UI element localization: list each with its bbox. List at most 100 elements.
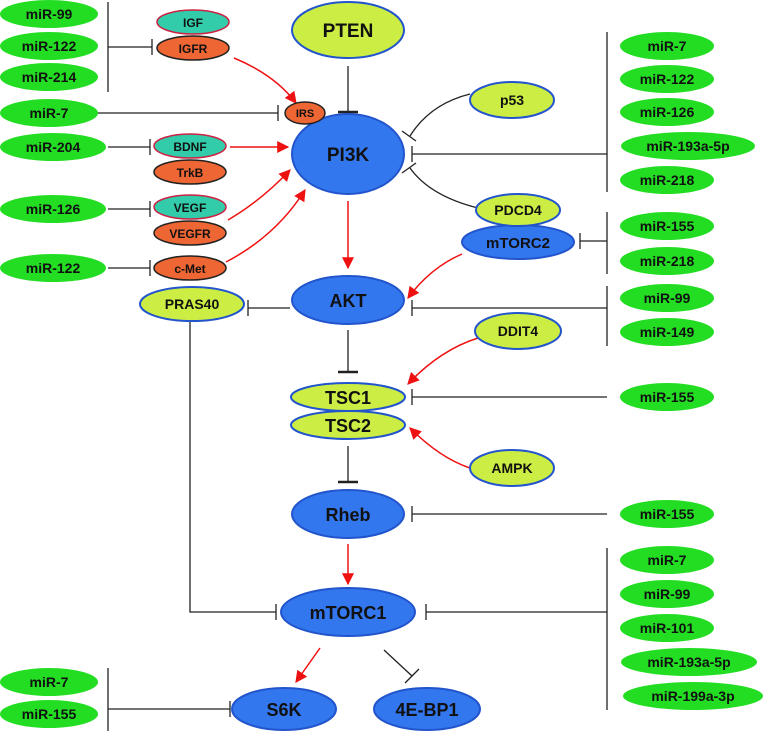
- mirna-label: miR-7: [30, 105, 69, 121]
- pten-label: PTEN: [323, 21, 374, 42]
- rheb-shape: [291, 489, 405, 539]
- mirna-pill: [0, 99, 98, 127]
- mirna-label: miR-122: [22, 38, 77, 54]
- mtorc1-4ebp1-inhibition-bar: [404, 668, 420, 684]
- akt-shape: [291, 275, 405, 325]
- igfr-shape: [156, 35, 230, 61]
- mirna-pi3k-group: miR-7 miR-122 miR-126 miR-193a-5p miR-21…: [620, 32, 755, 194]
- pdcd4-inhibition-bar: [401, 162, 417, 174]
- mirna-s6k-group: miR-7 miR-155: [0, 668, 98, 728]
- mirna-pill: [620, 546, 714, 574]
- pdcd4-label: PDCD4: [494, 202, 542, 218]
- mirna-label: miR-155: [640, 506, 695, 522]
- mirna-pill: [623, 682, 763, 710]
- 4ebp1-label: 4E-BP1: [395, 700, 458, 720]
- mirna-label: miR-101: [640, 620, 695, 636]
- pras40-shape: [139, 286, 245, 322]
- cmet-shape: [153, 255, 227, 281]
- vegfr-label: VEGFR: [169, 227, 211, 241]
- irs-node: IRS: [284, 101, 326, 125]
- mirna-pill: [620, 247, 714, 275]
- activation-arrows: [225, 57, 479, 683]
- igf-node: IGF: [156, 9, 230, 35]
- bdnf-shape: [153, 133, 227, 159]
- p53-shape: [469, 81, 555, 119]
- mirna-mtorc1-group: miR-7 miR-99 miR-101 miR-193a-5p miR-199…: [620, 546, 763, 710]
- vegfr-pi3k-arrow: [227, 169, 291, 221]
- pras40-node: PRAS40: [139, 286, 245, 322]
- mirna-label: miR-99: [26, 6, 73, 22]
- mirna-label: miR-126: [640, 104, 695, 120]
- main-inhibition-bars: [338, 110, 358, 484]
- mirna-pill: [0, 254, 106, 282]
- ampk-node: AMPK: [469, 449, 555, 487]
- vegfr-node: VEGFR: [153, 220, 227, 246]
- mirna-rheb: miR-155: [620, 500, 714, 528]
- mirna-label: miR-99: [644, 290, 691, 306]
- mirna-pill: [0, 700, 98, 728]
- trkb-node: TrkB: [153, 159, 227, 185]
- tsc1-label: TSC1: [325, 388, 371, 408]
- mirna-pill: [620, 98, 714, 126]
- igf-shape: [156, 9, 230, 35]
- trkb-label: TrkB: [177, 166, 204, 180]
- mtorc2-node: mTORC2: [461, 224, 575, 260]
- irs-label: IRS: [296, 108, 314, 120]
- p53-node: p53: [469, 81, 555, 119]
- ddit4-label: DDIT4: [498, 323, 539, 339]
- mirna-cmet: miR-122: [0, 254, 106, 282]
- mirna-pill: [620, 614, 714, 642]
- mirna-label: miR-7: [30, 674, 69, 690]
- akt-node: AKT: [291, 275, 405, 325]
- ddit4-tsc-arrow: [407, 337, 479, 385]
- pras40-mtorc1-inhibition-line: [189, 320, 276, 613]
- mirna-pill: [621, 648, 757, 676]
- mirna-akt-group: miR-99 miR-149: [620, 284, 714, 346]
- pdcd4-node: PDCD4: [475, 193, 561, 227]
- pras40-label: PRAS40: [165, 296, 220, 312]
- tsc2-shape: [290, 410, 406, 440]
- pi3k-shape: [291, 113, 405, 195]
- mirna-pill: [620, 284, 714, 312]
- pten-node: PTEN: [291, 1, 405, 59]
- ddit4-shape: [474, 312, 562, 350]
- mirna-pill: [620, 580, 714, 608]
- mirna-label: miR-218: [640, 253, 695, 269]
- mtorc1-s6k-arrow: [295, 647, 321, 683]
- bdnf-node: BDNF: [153, 133, 227, 159]
- cmet-node: c-Met: [153, 255, 227, 281]
- mirna-label: miR-122: [26, 260, 81, 276]
- igf-label: IGF: [183, 16, 203, 30]
- mirna-label: miR-155: [22, 706, 77, 722]
- mirna-pill: [0, 63, 98, 91]
- mirna-mtorc2-group: miR-155 miR-218: [620, 212, 714, 275]
- mirna-tsc1: miR-155: [620, 383, 714, 411]
- tsc2-label: TSC2: [325, 416, 371, 436]
- mirna-label: miR-99: [644, 586, 691, 602]
- mirna-pill: [0, 668, 98, 696]
- mirna-pill: [620, 383, 714, 411]
- mirna-label: miR-155: [640, 218, 695, 234]
- p53-inhibition-curve: [409, 93, 471, 137]
- ampk-label: AMPK: [491, 460, 532, 476]
- igfr-node: IGFR: [156, 35, 230, 61]
- mtorc1-4ebp1-inhibition-line: [383, 649, 413, 677]
- mirna-label: miR-155: [640, 389, 695, 405]
- mirna-label: miR-193a-5p: [647, 654, 730, 670]
- mirna-pill: [620, 318, 714, 346]
- igfr-irs-arrow: [233, 57, 297, 104]
- mirna-pill: [620, 212, 714, 240]
- trkb-shape: [153, 159, 227, 185]
- ampk-shape: [469, 449, 555, 487]
- pdcd4-inhibition-curve: [409, 167, 479, 209]
- mirna-label: miR-7: [648, 38, 687, 54]
- mirna-pill: [620, 500, 714, 528]
- mirna-pill: [620, 65, 714, 93]
- pi3k-node: PI3K: [291, 113, 405, 195]
- mirna-pill: [621, 132, 755, 160]
- mirna-label: miR-7: [648, 552, 687, 568]
- cmet-label: c-Met: [174, 262, 205, 276]
- vegf-shape: [153, 194, 227, 220]
- s6k-node: S6K: [231, 687, 337, 731]
- mirna-bdnf: miR-204: [0, 133, 106, 161]
